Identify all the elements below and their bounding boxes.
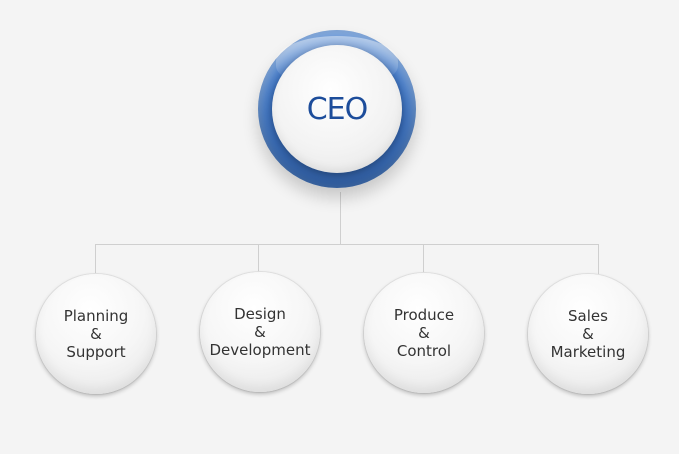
dept-label-line: Marketing: [550, 343, 626, 361]
dept-label-line: Design: [234, 305, 286, 323]
dept-label-line: &: [418, 324, 430, 342]
connector-ceo-down: [340, 192, 341, 244]
connector-drop-sales: [598, 244, 599, 274]
dept-node-planning-support: Planning & Support: [36, 274, 156, 394]
dept-node-design-development: Design & Development: [200, 272, 320, 392]
connector-horizontal-bar: [95, 244, 599, 245]
ceo-node: CEO: [272, 45, 402, 173]
dept-label-line: &: [582, 325, 594, 343]
ceo-label: CEO: [306, 91, 369, 127]
dept-node-produce-control: Produce & Control: [364, 273, 484, 393]
connector-drop-produce: [423, 244, 424, 274]
dept-label-line: &: [254, 323, 266, 341]
dept-label-line: Sales: [568, 307, 608, 325]
dept-label-line: Support: [66, 343, 126, 361]
dept-label-line: Control: [396, 342, 452, 360]
connector-drop-design: [258, 244, 259, 274]
connector-drop-planning: [95, 244, 96, 274]
dept-label-line: &: [90, 325, 102, 343]
dept-node-sales-marketing: Sales & Marketing: [528, 274, 648, 394]
dept-label-line: Development: [209, 341, 311, 359]
dept-label-line: Planning: [63, 307, 129, 325]
dept-label-line: Produce: [393, 306, 455, 324]
